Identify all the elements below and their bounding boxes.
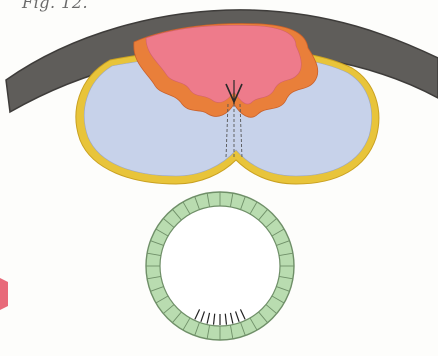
green-ring bbox=[146, 192, 294, 340]
pink-fragment bbox=[0, 278, 8, 310]
